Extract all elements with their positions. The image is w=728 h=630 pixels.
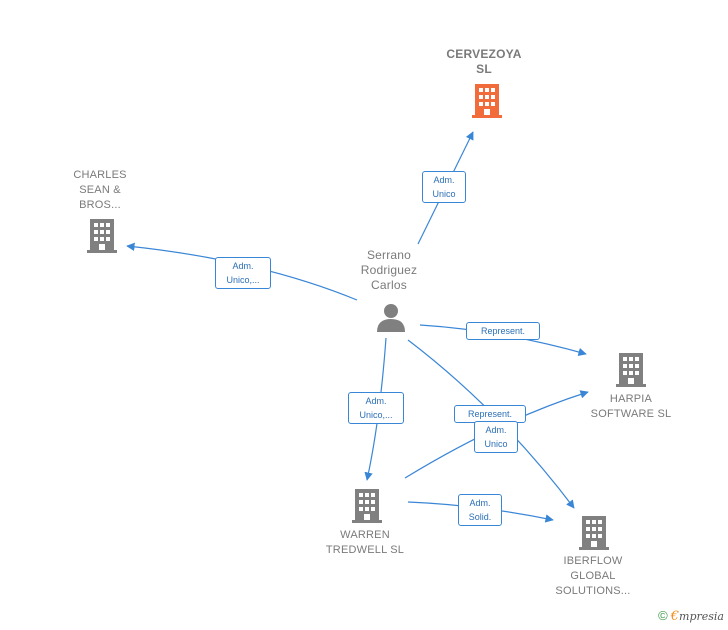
edge-label-warren[interactable]: Adm. Unico,... [348, 392, 404, 424]
edge-label-warren-harpia[interactable]: Adm. Unico [474, 421, 518, 453]
building-icon-warren[interactable] [352, 489, 382, 523]
node-label-harpia[interactable]: HARPIA SOFTWARE SL [590, 393, 672, 420]
node-label-person[interactable]: Serrano Rodriguez Carlos [360, 248, 418, 292]
edge-label-harpia[interactable]: Represent. [466, 322, 540, 340]
building-icon-cervezoya[interactable] [472, 84, 502, 118]
brand-logo-letter: € [670, 609, 680, 624]
footer-brand[interactable]: © €mpresia [658, 608, 724, 624]
node-label-iberflow[interactable]: IBERFLOW GLOBAL SOLUTIONS... [555, 555, 631, 597]
person-icon[interactable] [376, 302, 406, 332]
node-label-charles[interactable]: CHARLES SEAN & BROS... [73, 169, 127, 211]
building-icon-iberflow[interactable] [579, 516, 609, 550]
edge-label-cervezoya[interactable]: Adm. Unico [422, 171, 466, 203]
copyright-icon: © [658, 608, 668, 623]
edge-label-charles[interactable]: Adm. Unico,... [215, 257, 271, 289]
node-label-warren[interactable]: WARREN TREDWELL SL [325, 529, 405, 556]
edge-label-warren-iberflow[interactable]: Adm. Solid. [458, 494, 502, 526]
brand-name: mpresia [679, 610, 724, 623]
node-label-cervezoya[interactable]: CERVEZOYA SL [446, 47, 522, 76]
building-icon-charles[interactable] [87, 219, 117, 253]
building-icon-harpia[interactable] [616, 353, 646, 387]
